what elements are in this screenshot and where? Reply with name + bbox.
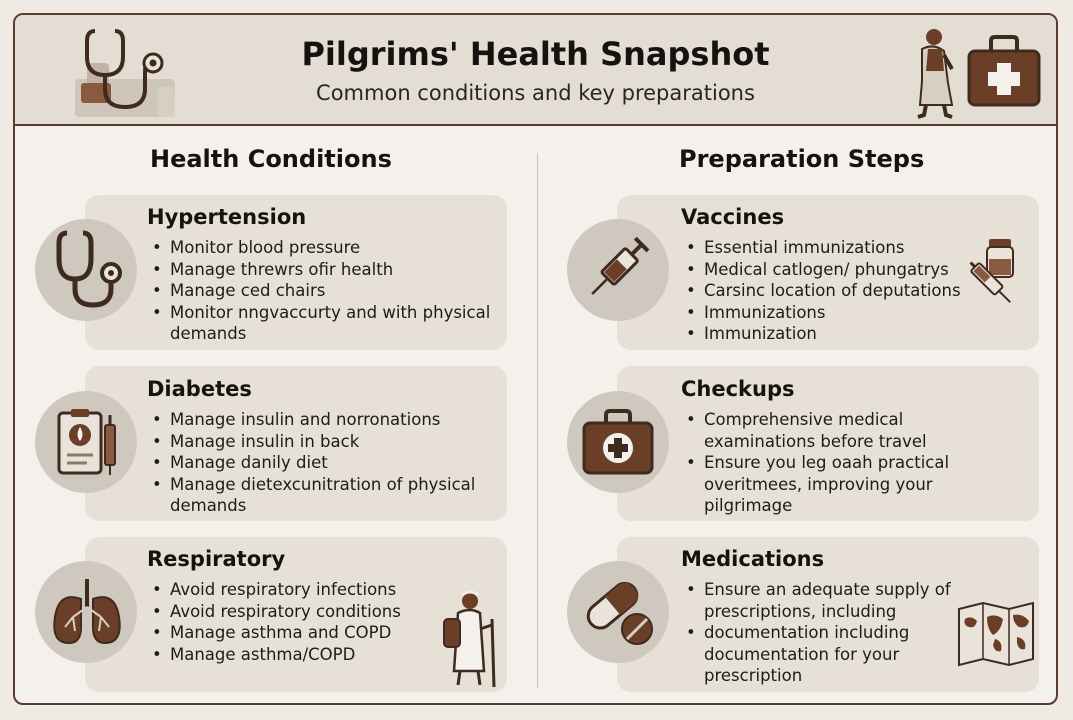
- clipboard-syringe-icon: [55, 407, 121, 479]
- respiratory-icon-circle: [35, 561, 137, 663]
- map-icon: [957, 601, 1035, 667]
- list-item: Monitor nngvaccurty and with physical de…: [148, 302, 503, 345]
- medications-icon-circle: [567, 561, 669, 663]
- list-item: Manage danily diet: [148, 452, 503, 474]
- syringe-icon: [579, 229, 659, 311]
- vaccines-title: Vaccines: [681, 205, 785, 229]
- checkups-list: Comprehensive medical examinations befor…: [682, 409, 972, 517]
- list-item: Avoid respiratory conditions: [148, 601, 448, 623]
- list-item: Monitor blood pressure: [148, 237, 503, 259]
- lungs-icon: [49, 577, 125, 647]
- respiratory-title: Respiratory: [147, 547, 286, 571]
- respiratory-list: Avoid respiratory infections Avoid respi…: [148, 579, 448, 665]
- medical-kit-icon: [582, 409, 654, 475]
- list-item: Carsinc location of deputations: [682, 280, 982, 302]
- vaccines-list: Essential immunizations Medical catlogen…: [682, 237, 982, 345]
- preparation-steps-heading: Preparation Steps: [679, 145, 925, 173]
- pills-icon: [581, 577, 657, 649]
- infographic-frame: Pilgrims' Health Snapshot Common conditi…: [13, 13, 1058, 705]
- page-subtitle: Common conditions and key preparations: [316, 81, 755, 105]
- list-item: Manage dietexcunitration of physical dem…: [148, 474, 503, 517]
- stethoscope-illustration-icon: [73, 27, 183, 119]
- list-item: Manage insulin in back: [148, 431, 503, 453]
- pilgrim-with-staff-icon: [440, 589, 500, 689]
- list-item: Medical catlogen/ phungatrys: [682, 259, 982, 281]
- diabetes-icon-circle: [35, 391, 137, 493]
- diabetes-title: Diabetes: [147, 377, 252, 401]
- list-item: Manage asthma and COPD: [148, 622, 448, 644]
- list-item: Manage ced chairs: [148, 280, 503, 302]
- medications-title: Medications: [681, 547, 825, 571]
- list-item: Essential immunizations: [682, 237, 982, 259]
- list-item: Manage threwrs ofir health: [148, 259, 503, 281]
- health-conditions-heading: Health Conditions: [150, 145, 392, 173]
- checkups-icon-circle: [567, 391, 669, 493]
- list-item: Immunizations: [682, 302, 982, 324]
- column-divider: [537, 153, 538, 688]
- list-item: Avoid respiratory infections: [148, 579, 448, 601]
- list-item: Comprehensive medical examinations befor…: [682, 409, 972, 452]
- hypertension-icon-circle: [35, 219, 137, 321]
- medical-kit-header-icon: [967, 35, 1041, 107]
- list-item: documentation including documentation fo…: [682, 622, 972, 687]
- list-item: Ensure you leg oaah practical overitmees…: [682, 452, 972, 517]
- stethoscope-icon: [53, 229, 125, 311]
- header-banner: Pilgrims' Health Snapshot Common conditi…: [15, 15, 1056, 126]
- vial-syringe-icon: [959, 235, 1029, 311]
- list-item: Manage insulin and norronations: [148, 409, 503, 431]
- list-item: Immunization: [682, 323, 982, 345]
- diabetes-list: Manage insulin and norronations Manage i…: [148, 409, 503, 517]
- hypertension-title: Hypertension: [147, 205, 307, 229]
- medications-list: Ensure an adequate supply of prescriptio…: [682, 579, 972, 687]
- walking-pilgrim-icon: [908, 25, 958, 121]
- page-title: Pilgrims' Health Snapshot: [301, 35, 770, 73]
- vaccines-icon-circle: [567, 219, 669, 321]
- list-item: Ensure an adequate supply of prescriptio…: [682, 579, 972, 622]
- hypertension-list: Monitor blood pressure Manage threwrs of…: [148, 237, 503, 345]
- list-item: Manage asthma/COPD: [148, 644, 448, 666]
- checkups-title: Checkups: [681, 377, 795, 401]
